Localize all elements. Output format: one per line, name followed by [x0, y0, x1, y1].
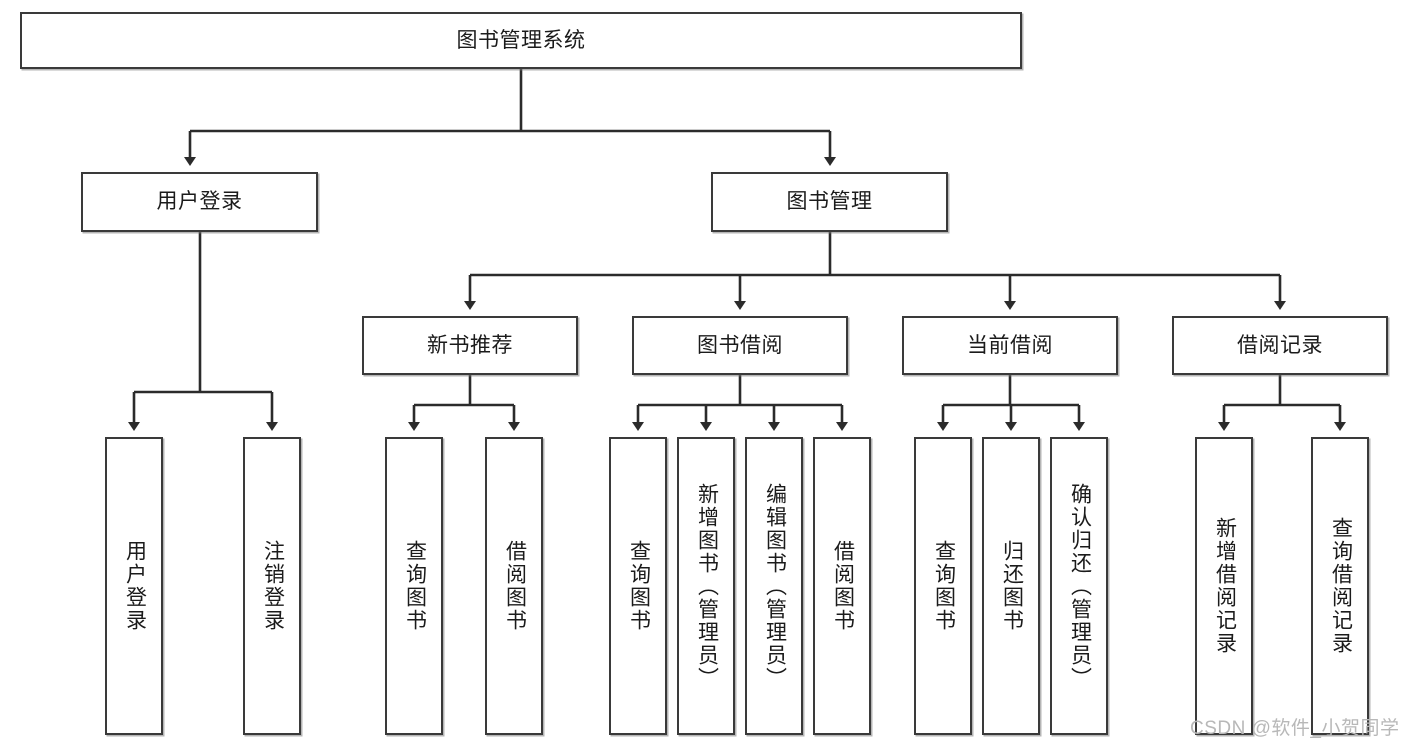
leaf-borrow-book[interactable]: 借阅图书 [813, 437, 871, 735]
node-label: 借阅记录 [1237, 333, 1323, 357]
node-label: 查询图书 [403, 540, 427, 632]
leaf-query-book-current[interactable]: 查询图书 [914, 437, 972, 735]
node-label: 用户登录 [156, 190, 243, 214]
node-label: 图书管理 [786, 190, 873, 214]
leaf-user-login[interactable]: 用户登录 [105, 437, 163, 735]
leaf-add-borrow-record[interactable]: 新增借阅记录 [1195, 437, 1253, 735]
node-user-login[interactable]: 用户登录 [81, 172, 318, 232]
leaf-confirm-return-admin[interactable]: 确认归还（管理员） [1050, 437, 1108, 735]
csdn-watermark: CSDN @软件_小贺同学 [1190, 718, 1400, 739]
node-label: 新增借阅记录 [1213, 517, 1237, 655]
leaf-borrow-book-recommend[interactable]: 借阅图书 [485, 437, 543, 735]
node-label: 确认归还（管理员） [1068, 482, 1092, 690]
node-book-borrow[interactable]: 图书借阅 [632, 316, 848, 375]
node-label: 编辑图书（管理员） [763, 482, 787, 690]
leaf-query-book-recommend[interactable]: 查询图书 [385, 437, 443, 735]
node-label: 查询图书 [627, 540, 651, 632]
leaf-edit-book-admin[interactable]: 编辑图书（管理员） [745, 437, 803, 735]
node-new-book-recommend[interactable]: 新书推荐 [362, 316, 578, 375]
leaf-query-borrow-record[interactable]: 查询借阅记录 [1311, 437, 1369, 735]
node-book-management[interactable]: 图书管理 [711, 172, 948, 232]
node-label: 查询借阅记录 [1329, 517, 1353, 655]
leaf-logout[interactable]: 注销登录 [243, 437, 301, 735]
node-label: 图书管理系统 [456, 28, 586, 52]
node-label: 查询图书 [932, 540, 956, 632]
leaf-add-book-admin[interactable]: 新增图书（管理员） [677, 437, 735, 735]
node-current-borrow[interactable]: 当前借阅 [902, 316, 1118, 375]
node-label: 当前借阅 [967, 333, 1053, 357]
leaf-query-book-borrow[interactable]: 查询图书 [609, 437, 667, 735]
node-label: 新增图书（管理员） [695, 482, 719, 690]
node-label: 图书借阅 [697, 333, 783, 357]
node-label: 注销登录 [261, 540, 285, 632]
node-label: 用户登录 [123, 540, 147, 632]
node-borrow-record[interactable]: 借阅记录 [1172, 316, 1388, 375]
leaf-return-book[interactable]: 归还图书 [982, 437, 1040, 735]
node-label: 借阅图书 [831, 540, 855, 632]
node-root-book-management-system[interactable]: 图书管理系统 [20, 12, 1022, 69]
node-label: 新书推荐 [427, 333, 513, 357]
node-label: 归还图书 [1000, 540, 1024, 632]
node-label: 借阅图书 [503, 540, 527, 632]
